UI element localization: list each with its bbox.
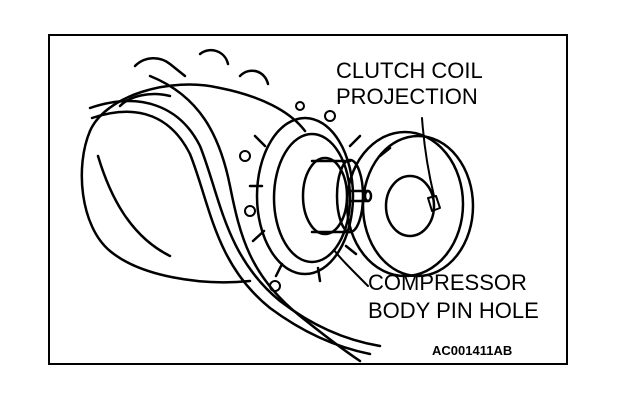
leader-lines xyxy=(333,117,435,287)
flange-bolts xyxy=(239,101,336,292)
belt xyxy=(88,74,382,363)
compressor-body xyxy=(80,48,307,284)
clutch-coil-label: CLUTCH COIL xyxy=(336,58,483,83)
projection-label: PROJECTION xyxy=(336,84,478,109)
diagram-frame: CLUTCH COIL PROJECTION COMPRESSOR BODY P… xyxy=(48,34,568,365)
compressor-label: COMPRESSOR xyxy=(368,270,527,295)
compressor-flange xyxy=(248,116,362,283)
figure-code: AC001411AB xyxy=(432,343,513,358)
clutch-coil-ring xyxy=(345,130,475,278)
compressor-illustration xyxy=(80,48,475,363)
body-pin-hole-label: BODY PIN HOLE xyxy=(368,298,539,323)
shaft-hub xyxy=(301,156,373,236)
